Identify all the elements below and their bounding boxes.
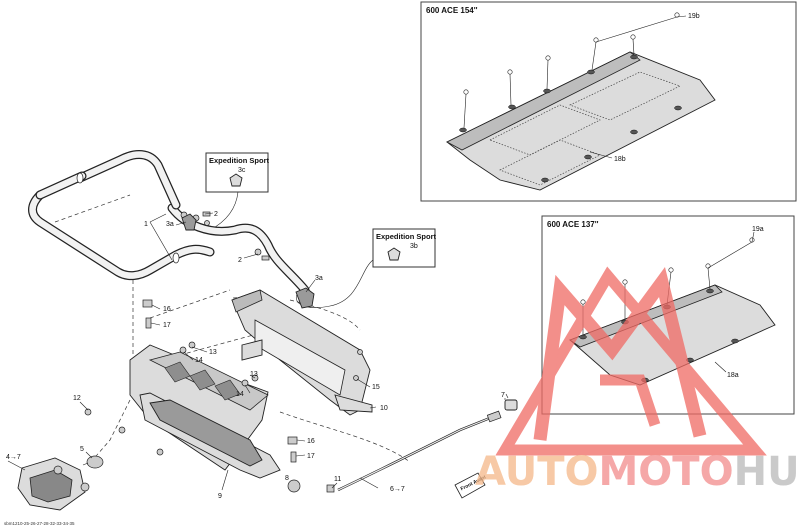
callout-3c-label: 3c xyxy=(238,167,246,174)
label-18a: 18a xyxy=(727,372,739,379)
label-13b: 13 xyxy=(250,371,258,378)
label-14a: 14 xyxy=(195,357,203,364)
callout-3b-title: Expedition Sport xyxy=(376,232,437,241)
inset-154-leaders xyxy=(463,15,687,159)
label-2b: 2 xyxy=(238,257,242,264)
callout-3b-label: 3b xyxy=(410,243,418,250)
harness-6 xyxy=(287,410,502,493)
label-3a-upper: 3a xyxy=(166,221,174,228)
watermark-triangle-icon xyxy=(495,266,767,456)
watermark-text: AUTOMOTOHUB xyxy=(475,449,800,495)
bulb-socket-5 xyxy=(82,455,104,469)
drawing-code: sbm1210-25-26-27-28-32-33-34-35 xyxy=(4,521,75,526)
label-7-right: 7 xyxy=(501,392,505,399)
callout-3c: Expedition Sport 3c xyxy=(205,152,270,231)
label-17a: 17 xyxy=(163,322,171,329)
main-leaders xyxy=(79,212,506,491)
label-11: 11 xyxy=(334,476,341,483)
front-tag: Front Avant xyxy=(454,472,487,499)
connector-7-right xyxy=(504,393,518,411)
label-15: 15 xyxy=(372,384,380,391)
clip-3a-right xyxy=(295,287,315,309)
clip-3b-icon xyxy=(387,247,401,261)
runner-plate-18b xyxy=(446,51,716,191)
watermark-logo: AUTOMOTOHUB xyxy=(475,266,800,495)
label-12: 12 xyxy=(73,395,81,402)
inset-154-frame xyxy=(420,1,797,202)
frame-bracket-10 xyxy=(231,289,373,416)
label-19b: 19b xyxy=(688,13,700,20)
clip-3a-upper xyxy=(181,213,197,231)
fasteners-upper xyxy=(180,211,315,309)
label-14b: 14 xyxy=(236,391,244,398)
label-16b: 16 xyxy=(307,438,315,445)
label-6-to-7: 6→7 xyxy=(390,486,405,493)
footrest-9 xyxy=(129,344,281,479)
inset-137-frame xyxy=(541,215,795,415)
inset-137-title: 600 ACE 137'' xyxy=(547,220,599,229)
callout-3b: Expedition Sport 3b xyxy=(295,228,437,308)
label-18b: 18b xyxy=(614,156,626,163)
label-5: 5 xyxy=(80,446,84,453)
callout-3c-title: Expedition Sport xyxy=(209,156,270,165)
label-16a: 16 xyxy=(163,306,171,313)
light-housing-4 xyxy=(17,457,90,511)
label-1: 1 xyxy=(144,221,148,228)
label-2a: 2 xyxy=(214,211,218,218)
label-17b: 17 xyxy=(307,453,315,460)
label-19a: 19a xyxy=(752,226,764,233)
inset-154-title: 600 ACE 154'' xyxy=(426,6,478,15)
label-4-to-7: 4→7 xyxy=(6,454,21,461)
label-9: 9 xyxy=(218,493,222,500)
part-labels: 1 3a 2 2 3a 16 17 13 14 13 14 15 10 16 1… xyxy=(6,211,505,500)
label-10: 10 xyxy=(380,405,388,412)
inset-154: 600 ACE 154'' xyxy=(420,1,797,202)
label-3a-right: 3a xyxy=(315,275,323,282)
clip-3c-icon xyxy=(229,173,243,187)
bumper-1 xyxy=(28,150,310,295)
label-13a: 13 xyxy=(209,349,217,356)
label-8: 8 xyxy=(285,475,289,482)
